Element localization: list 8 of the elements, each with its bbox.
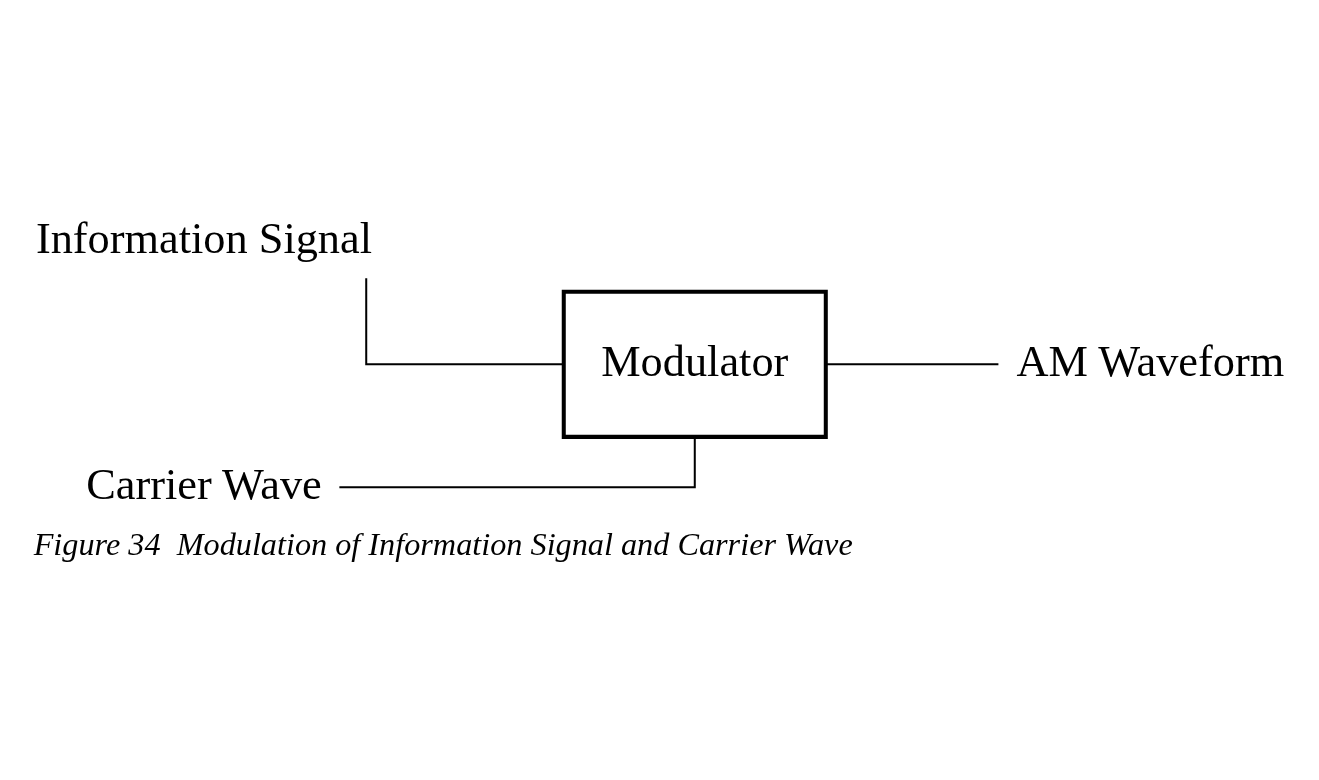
connector: [825, 362, 999, 365]
caption: Figure 34 Modulation of Information Signal and Carrier Wave: [33, 525, 853, 562]
node-text: Information Signal: [35, 212, 373, 263]
node-box: Modulator: [561, 289, 828, 439]
node-text: Carrier Wave: [86, 458, 322, 509]
connector: [339, 436, 696, 488]
node-text: AM Waveform: [1016, 335, 1285, 386]
connector: [365, 277, 564, 365]
